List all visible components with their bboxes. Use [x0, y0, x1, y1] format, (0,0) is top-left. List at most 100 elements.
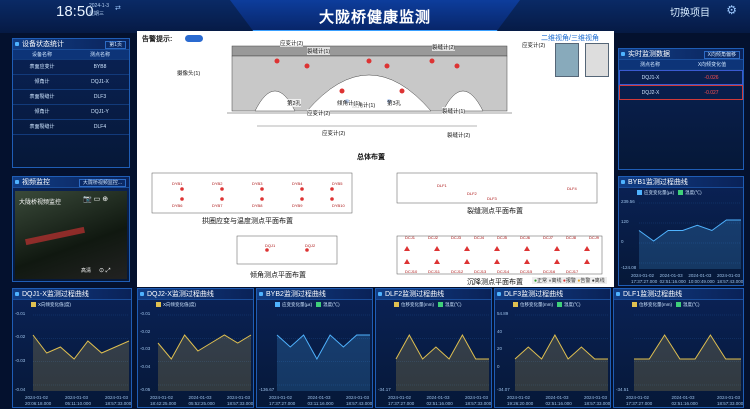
legend-series: 温度(℃) — [316, 302, 340, 307]
table-row[interactable]: DQJ2-X -0.027 — [619, 85, 743, 100]
x-tick-time: 18:42:25.000 — [150, 401, 177, 406]
y-tick-label: -0.04 — [140, 363, 151, 369]
video-feed[interactable]: 大陇桥视频监控 📷 ▭ ⊕ 高清 ⊙ ⤢ — [15, 191, 127, 279]
bridge-label[interactable]: 应变计(2) — [522, 41, 546, 49]
triangle-marker[interactable] — [464, 259, 470, 264]
triangle-marker[interactable] — [434, 259, 440, 264]
plan-point[interactable] — [265, 248, 269, 252]
cell: 表面裂缝计 — [29, 94, 55, 100]
plan-point[interactable] — [180, 197, 184, 201]
plan-point[interactable] — [305, 248, 309, 252]
sensor-point[interactable] — [429, 58, 435, 64]
plan-point[interactable] — [330, 187, 334, 191]
arrows-icon[interactable]: ⇄ — [115, 5, 121, 12]
triangle-marker[interactable] — [554, 259, 560, 264]
plan-point[interactable] — [330, 197, 334, 201]
grid-label: DLF1 — [437, 183, 447, 188]
grid-label: DYB3 — [252, 181, 263, 186]
view-switch[interactable]: 二维视角/三维视角 — [541, 33, 599, 43]
triangle-marker[interactable] — [494, 259, 500, 264]
sensor-point[interactable] — [454, 63, 460, 69]
y-tick-label: 0 — [497, 363, 500, 369]
bridge-label[interactable]: 摄像头(1) — [177, 69, 201, 77]
plan-point[interactable] — [220, 197, 224, 201]
bridge-label[interactable]: 应变计(2) — [307, 109, 331, 117]
grid-label: DQJ1 — [265, 243, 276, 248]
legend-label: 正常 — [537, 278, 548, 284]
triangle-marker[interactable] — [434, 246, 440, 251]
y-max-label: 239.56 — [621, 199, 635, 204]
plan-point[interactable] — [220, 187, 224, 191]
chart-legend: 位移变化量(mm)温度(℃) — [513, 302, 581, 308]
mini-map[interactable] — [585, 43, 609, 77]
metric-dropdown[interactable]: X向倾角偏移 — [703, 51, 740, 59]
sensor-point[interactable] — [304, 63, 310, 69]
bridge-label[interactable]: 应变计(2) — [280, 39, 304, 47]
x-tick-label: 2024-01-03 — [545, 395, 569, 400]
plan-point[interactable] — [300, 197, 304, 201]
cell: DQJ2-X — [641, 90, 660, 96]
camera-icon[interactable]: 📷 ▭ ⊕ — [83, 196, 109, 203]
bridge-label[interactable]: 裂缝计(1) — [442, 107, 466, 115]
chart-title: DLF2监测过程曲线 — [376, 289, 491, 300]
switch-project-button[interactable]: 切换项目 — [670, 8, 710, 19]
settings-icon[interactable]: ⊙ ⤢ — [99, 268, 111, 274]
bridge-label[interactable]: 裂缝计(2) — [447, 131, 471, 139]
chart-title: DQJ2-X监测过程曲线 — [138, 289, 253, 300]
triangle-marker[interactable] — [494, 246, 500, 251]
sensor-point[interactable] — [399, 88, 405, 94]
mini-photo[interactable] — [555, 43, 579, 77]
view-3d[interactable]: 三维视角 — [570, 35, 599, 42]
alarm-toggle[interactable] — [185, 35, 203, 42]
x-tick-label: 2024-01-02 — [507, 395, 531, 400]
sensor-point[interactable] — [274, 58, 280, 64]
view-2d[interactable]: 二维视角 — [541, 35, 569, 42]
gear-icon[interactable]: ⚙ — [726, 3, 737, 17]
x-tick-time: 20:06:18.000 — [25, 401, 52, 406]
triangle-marker[interactable] — [464, 246, 470, 251]
sensor-point[interactable] — [384, 63, 390, 69]
bridge-label[interactable]: 应变计(2) — [322, 129, 346, 137]
page-dropdown[interactable]: 第1页 — [105, 41, 126, 49]
plan-4 — [396, 235, 603, 275]
sensor-point[interactable] — [366, 58, 372, 64]
camera-dropdown[interactable]: 大陇桥视频监控... — [78, 179, 126, 187]
triangle-marker[interactable] — [524, 259, 530, 264]
plan-point[interactable] — [260, 187, 264, 191]
x-tick-time: 02:51:16.000 — [671, 401, 698, 406]
grid-label: DYB5 — [332, 181, 343, 186]
x-tick-time: 17:37:27.000 — [269, 401, 296, 406]
quality-label[interactable]: 高清 — [81, 268, 92, 274]
plan-point[interactable] — [180, 187, 184, 191]
chart-legend: X向倾变化值(度) — [156, 302, 196, 308]
table-row[interactable]: DQJ1-X-0.026 — [619, 70, 743, 85]
x-tick-time: 18:57:33.000 — [465, 401, 492, 406]
triangle-marker[interactable] — [404, 259, 410, 264]
triangle-marker[interactable] — [554, 246, 560, 251]
bridge-label[interactable]: 倾角计(1) — [352, 101, 376, 109]
triangle-marker[interactable] — [584, 259, 590, 264]
triangle-marker[interactable] — [584, 246, 590, 251]
bridge-label[interactable]: 裂缝计(1) — [307, 47, 331, 55]
legend-box: ●正常 ●离线 ●报警 ●告警 ●离线 — [532, 277, 607, 284]
bridge-label[interactable]: 倾角计(1) — [337, 99, 361, 107]
plan-point[interactable] — [300, 187, 304, 191]
sensor-point[interactable] — [339, 88, 345, 94]
x-tick-time: 19:26:20.000 — [507, 401, 534, 406]
bridge-label[interactable]: 第3孔 — [387, 99, 402, 107]
x-tick-label: 2024-01-03 — [105, 395, 129, 400]
triangle-marker[interactable] — [524, 246, 530, 251]
grid-label: DCJ8 — [566, 235, 577, 240]
cell: -0.027 — [704, 90, 719, 96]
bridge-label[interactable]: 第2孔 — [287, 99, 302, 107]
triangle-marker[interactable] — [404, 246, 410, 251]
grid-label: DCJ14 — [497, 269, 510, 274]
plan-point[interactable] — [260, 197, 264, 201]
bridge-label[interactable]: 裂缝计(2) — [432, 43, 456, 51]
